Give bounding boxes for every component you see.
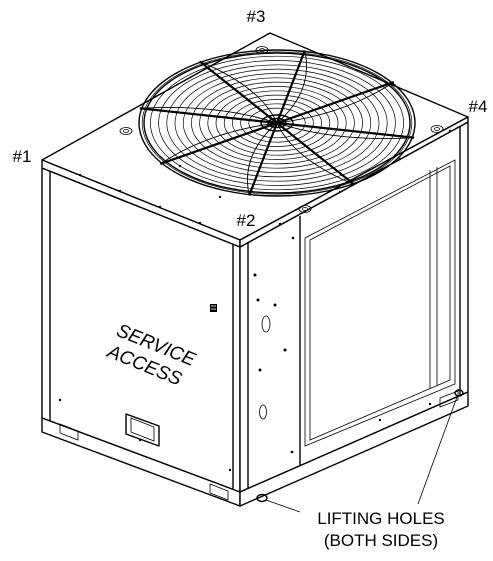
fan-guard-ring [158, 60, 396, 186]
fan-guard-ring [182, 73, 372, 173]
fan-guard-ring [207, 86, 347, 160]
fan-guard-ring [232, 99, 322, 147]
unit-body [41, 32, 469, 507]
fan-guard-ring [191, 77, 363, 169]
fan-guard-ring [215, 90, 339, 156]
corner-label-1: #1 [13, 147, 32, 166]
fan-guard-spoke [198, 60, 278, 124]
fan-guard-ring [248, 107, 306, 139]
fan-guard-ring [223, 94, 331, 152]
fan-guard-ring [166, 64, 388, 182]
fan-guard-ring [174, 68, 380, 178]
fan-guard-spoke [275, 50, 306, 124]
fan-guard-spoke [276, 122, 356, 186]
fan-blade [247, 122, 278, 196]
fan-guard-spoke [139, 107, 278, 125]
lifting-hole-leaders [265, 396, 458, 513]
lifting-holes [256, 389, 464, 503]
fan-guard-ring [141, 51, 413, 195]
service-panel-handle[interactable] [125, 413, 160, 447]
fan-guard-ring [150, 55, 404, 191]
coil-opening [304, 159, 456, 447]
fan-guard-spoke [276, 121, 415, 139]
corner-label-3: #3 [247, 7, 266, 26]
fan-guard-ring [240, 103, 314, 143]
fan-blade [276, 50, 307, 124]
lifting-holes-label-line2: (BOTH SIDES) [324, 531, 438, 550]
right-base-skid [239, 391, 469, 507]
corner-label-2: #2 [237, 211, 256, 230]
fan-guard-spoke [248, 122, 279, 196]
lifting-holes-label-line1: LIFTING HOLES [317, 509, 445, 528]
fan-guard-spoke [276, 81, 395, 125]
fan-guard-ring [199, 81, 355, 165]
corner-label-4: #4 [469, 97, 488, 116]
fan-guard [138, 49, 416, 197]
fan-guard-spoke [159, 121, 278, 165]
